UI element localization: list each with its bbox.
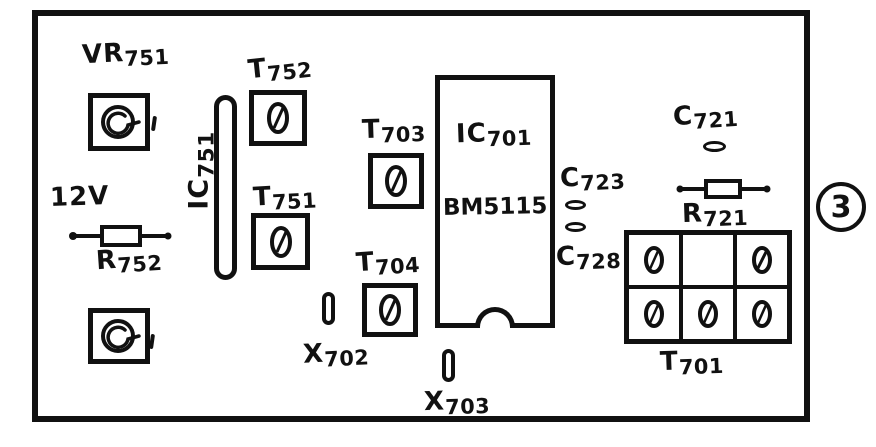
- label-vr751-prefix: VR: [81, 38, 125, 71]
- label-x702: X702: [302, 338, 370, 372]
- label-t704: T704: [355, 246, 421, 280]
- t701-cell: [683, 289, 733, 339]
- potentiometer-vr751: [88, 93, 150, 151]
- label-c721: C721: [672, 100, 739, 134]
- ic701-package: IC701 BM5115: [435, 75, 555, 328]
- t701-cell: [629, 235, 679, 285]
- coil-slot-icon: [752, 300, 772, 328]
- label-vr751: VR751: [81, 38, 170, 72]
- crystal-x702: [322, 292, 335, 325]
- label-c728: C728: [555, 241, 621, 274]
- label-r752-sub: 752: [116, 251, 164, 279]
- potentiometer-spiral-icon: [101, 105, 141, 139]
- coil-slot-icon: [698, 300, 718, 328]
- label-r752-prefix: R: [95, 244, 119, 277]
- t701-cell: [737, 289, 787, 339]
- label-c728-prefix: C: [555, 241, 577, 273]
- label-r752: R752: [95, 244, 164, 279]
- label-t703-prefix: T: [361, 114, 382, 146]
- label-c721-prefix: C: [672, 100, 695, 133]
- label-ic751: IC751: [183, 111, 220, 231]
- label-t701-sub: 701: [678, 354, 725, 380]
- label-t703-sub: 703: [380, 122, 427, 148]
- potentiometer-lower: [88, 308, 150, 364]
- trimmer-slot-icon: [269, 225, 292, 258]
- label-t701: T701: [659, 346, 724, 379]
- trimmer-t752: [249, 90, 307, 146]
- trimmer-t704: [362, 283, 418, 337]
- crystal-x703: [442, 349, 455, 382]
- label-c723-sub: 723: [579, 169, 626, 197]
- label-t751-prefix: T: [252, 181, 273, 213]
- label-ic751-prefix: IC: [183, 177, 215, 210]
- badge-number: 3: [830, 189, 852, 225]
- t701-cell: [737, 235, 787, 285]
- ic751-package: [214, 95, 237, 280]
- capacitor-pad: [565, 222, 586, 232]
- label-t704-sub: 704: [374, 253, 421, 281]
- t701-cell: [629, 289, 679, 339]
- label-ic701: IC701: [455, 118, 532, 151]
- board-outline: [32, 10, 810, 422]
- label-t752: T752: [246, 51, 314, 86]
- label-r721: R721: [681, 198, 748, 231]
- capacitor-pad: [703, 141, 726, 152]
- capacitor-pad: [565, 200, 586, 210]
- label-t704-prefix: T: [355, 246, 376, 279]
- label-ic701-sub: 701: [486, 126, 533, 152]
- ic701-notch: [475, 307, 515, 328]
- potentiometer-spiral-icon: [101, 319, 141, 353]
- label-12v: 12V: [49, 180, 110, 214]
- trimmer-t751: [251, 213, 310, 270]
- coil-slot-icon: [644, 246, 664, 274]
- label-x703-prefix: X: [423, 386, 446, 418]
- label-t701-prefix: T: [659, 346, 680, 378]
- resistor-r752-symbol: [69, 225, 172, 247]
- label-c723: C723: [559, 162, 626, 196]
- circled-number-badge: 3: [816, 182, 866, 232]
- label-t752-prefix: T: [246, 53, 269, 86]
- label-bm5115: BM5115: [442, 193, 548, 221]
- label-ic701-prefix: IC: [455, 118, 488, 150]
- trimmer-t703: [368, 153, 424, 209]
- label-x703-sub: 703: [444, 394, 491, 420]
- label-12v-text: 12V: [49, 180, 110, 214]
- trimmer-slot-icon: [379, 294, 401, 326]
- label-c728-sub: 728: [575, 249, 622, 275]
- label-t751-sub: 751: [271, 188, 318, 216]
- label-x702-sub: 702: [323, 345, 370, 373]
- trimmer-slot-icon: [385, 165, 407, 197]
- t701-cell-empty: [683, 235, 733, 285]
- label-c721-sub: 721: [692, 107, 740, 135]
- label-r721-prefix: R: [681, 198, 704, 230]
- label-t703: T703: [361, 114, 426, 147]
- trimmer-slot-icon: [267, 102, 289, 134]
- resistor-r721-symbol: [676, 179, 771, 199]
- coil-slot-icon: [644, 300, 664, 328]
- label-c723-prefix: C: [559, 162, 581, 194]
- coil-slot-icon: [752, 246, 772, 274]
- label-x703: X703: [423, 386, 490, 419]
- label-t751: T751: [252, 181, 317, 215]
- label-vr751-sub: 751: [123, 45, 170, 72]
- label-r721-sub: 721: [702, 206, 749, 232]
- label-bm5115-text: BM5115: [442, 193, 548, 221]
- transformer-t701-block: [624, 230, 792, 344]
- label-x702-prefix: X: [302, 338, 325, 370]
